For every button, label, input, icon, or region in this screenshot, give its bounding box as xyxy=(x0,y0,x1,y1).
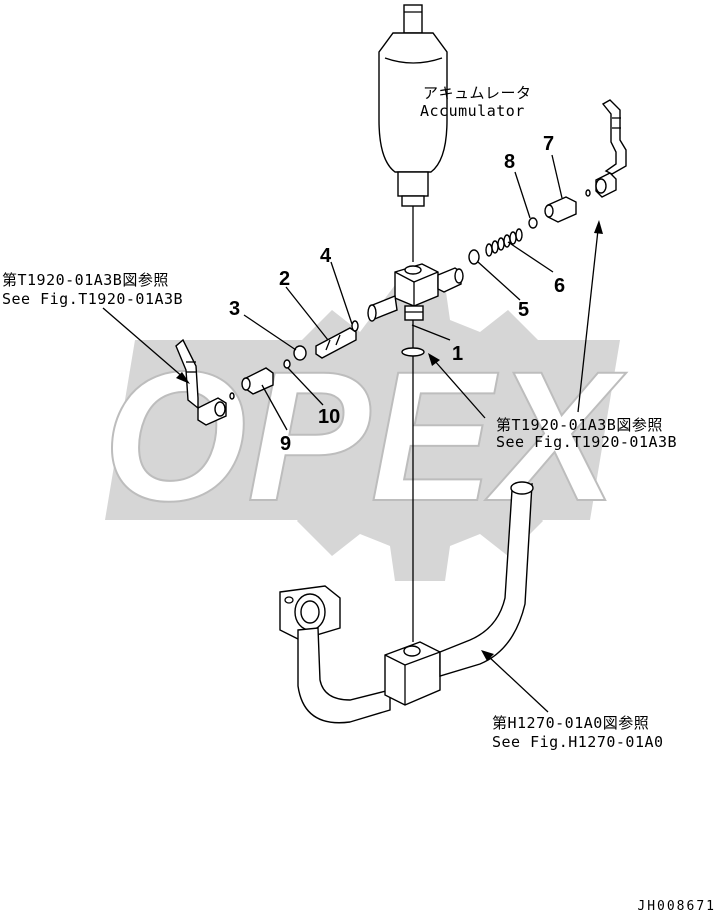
ref-bottom-en: See Fig.H1270-01A0 xyxy=(492,733,664,751)
part-number-3: 3 xyxy=(229,298,240,320)
ref-left-jp: 第T1920-01A3B図参照 xyxy=(2,271,169,289)
accumulator-label-jp: アキュムレータ xyxy=(423,84,532,102)
part-number-5: 5 xyxy=(518,299,529,321)
accumulator xyxy=(378,4,448,262)
left-assembly xyxy=(175,320,359,426)
part-number-9: 9 xyxy=(280,433,291,455)
part-number-10: 10 xyxy=(318,406,340,428)
right-assembly xyxy=(468,99,627,265)
ref-right-jp: 第T1920-01A3B図参照 xyxy=(496,416,663,434)
ref-right-en: See Fig.T1920-01A3B xyxy=(496,433,677,451)
part-number-4: 4 xyxy=(320,245,332,267)
ref-left-en: See Fig.T1920-01A3B xyxy=(2,290,183,308)
leader-lines xyxy=(102,154,603,713)
part-number-6: 6 xyxy=(554,275,565,297)
part-number-labels: 1 2 3 4 5 6 7 8 9 10 xyxy=(229,133,565,455)
ref-bottom-jp: 第H1270-01A0図参照 xyxy=(492,714,649,732)
part-number-1: 1 xyxy=(452,343,463,365)
accumulator-label-en: Accumulator xyxy=(420,102,525,120)
part-number-2: 2 xyxy=(279,268,290,290)
bottom-pipe-assembly xyxy=(279,481,534,724)
valve-block xyxy=(367,263,464,322)
part-number-8: 8 xyxy=(504,151,515,173)
drawing-code: JH008671 xyxy=(637,899,716,914)
o-ring-lower xyxy=(401,347,425,357)
part-number-7: 7 xyxy=(543,133,554,155)
